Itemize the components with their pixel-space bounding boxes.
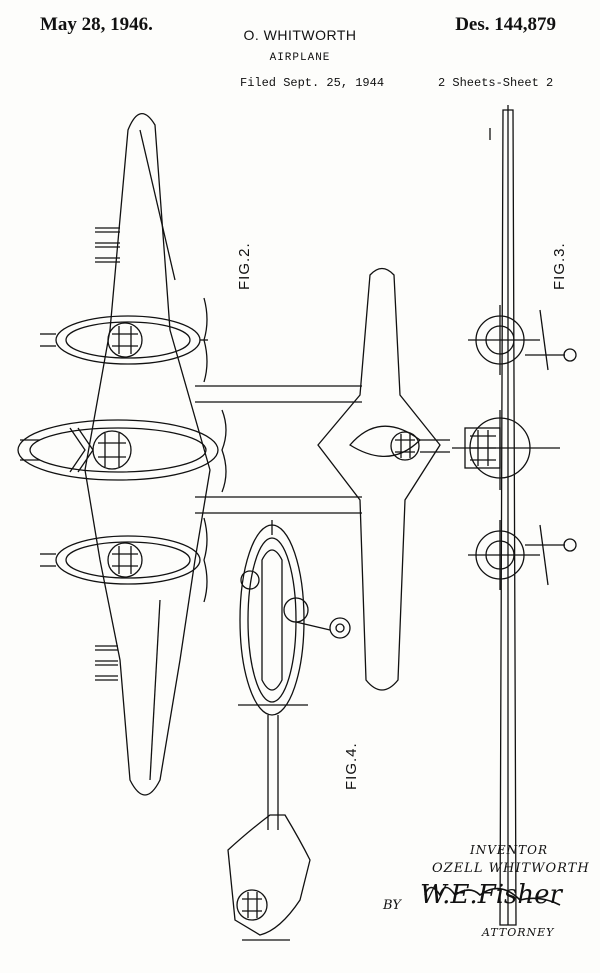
patent-title: AIRPLANE xyxy=(269,52,331,64)
filing-date: Filed Sept. 25, 1944 xyxy=(240,76,385,90)
inventor-header: O. WHITWORTH xyxy=(243,27,357,43)
fig3-front-view xyxy=(452,105,577,926)
fig2-tail xyxy=(317,267,450,691)
fig4-side-view xyxy=(227,520,351,941)
fig3-label: FIG.3. xyxy=(551,242,568,290)
sheet-count: 2 Sheets-Sheet 2 xyxy=(438,76,554,90)
patent-date: May 28, 1946. xyxy=(40,14,153,35)
patent-number: Des. 144,879 xyxy=(455,14,556,35)
attorney-signature: W.E.Fisher xyxy=(420,880,562,910)
fig4-label: FIG.4. xyxy=(343,742,360,790)
attorney-label: ATTORNEY xyxy=(482,926,555,939)
inventor-signature-name: OZELL WHITWORTH xyxy=(432,861,590,876)
attorney-signature-drawing xyxy=(424,886,561,906)
fig2-label: FIG.2. xyxy=(236,242,253,290)
inventor-label: INVENTOR xyxy=(470,843,549,857)
by-label: BY xyxy=(383,898,401,913)
fig2-top-view xyxy=(17,113,362,796)
